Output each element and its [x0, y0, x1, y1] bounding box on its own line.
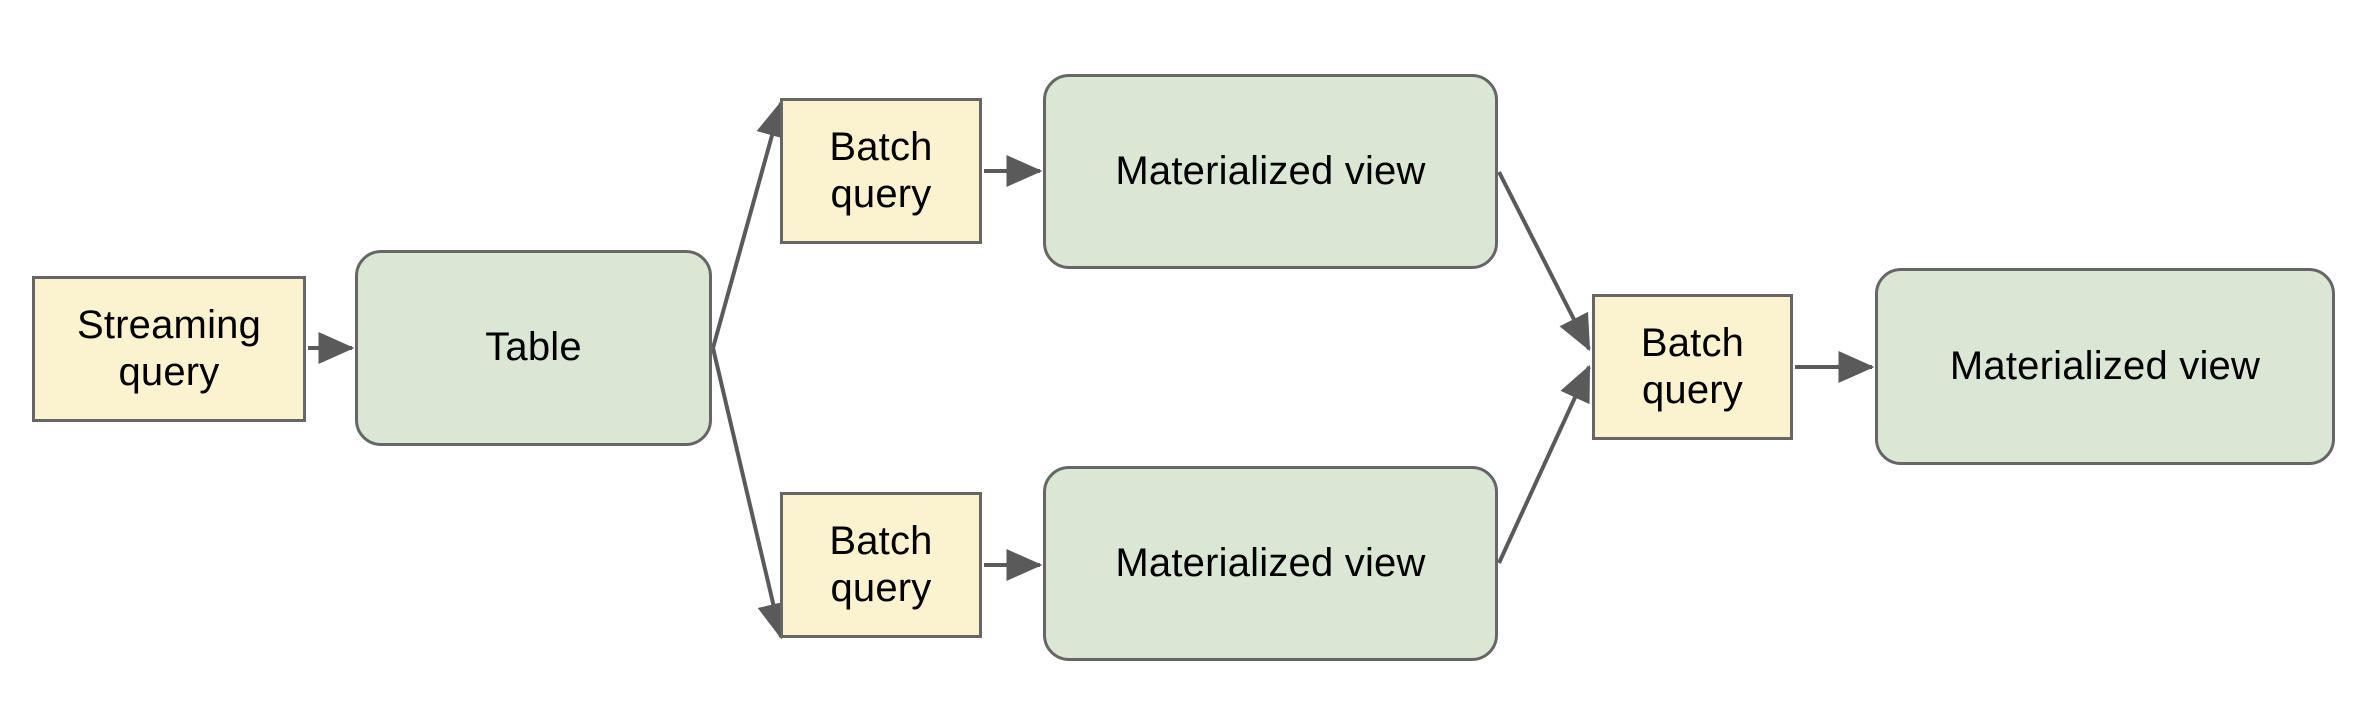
edge-materialized-view-top-to-batch-query-right: [1497, 171, 1591, 352]
node-materialized-view-right[interactable]: Materialized view: [1875, 268, 2335, 465]
node-batch-query-bottom[interactable]: Batch query: [780, 492, 982, 638]
node-batch-query-top[interactable]: Batch query: [780, 98, 982, 244]
node-label-materialized-view-right: Materialized view: [1949, 343, 2261, 388]
node-table[interactable]: Table: [355, 250, 712, 446]
node-label-streaming-query: Streaming query: [76, 302, 262, 394]
edge-materialized-view-bottom-to-batch-query-right: [1497, 364, 1591, 564]
node-label-materialized-view-bottom: Materialized view: [1115, 540, 1426, 585]
node-label-batch-query-bottom: Batch query: [829, 518, 933, 610]
edge-table-to-batch-query-bottom: [711, 347, 789, 640]
node-label-batch-query-right: Batch query: [1640, 320, 1745, 412]
node-label-table: Table: [485, 325, 582, 370]
node-label-batch-query-top: Batch query: [829, 124, 933, 216]
node-materialized-view-bottom[interactable]: Materialized view: [1043, 466, 1498, 661]
edge-table-to-batch-query-top: [711, 100, 788, 349]
node-streaming-query[interactable]: Streaming query: [32, 276, 306, 422]
node-materialized-view-top[interactable]: Materialized view: [1043, 74, 1498, 269]
node-label-materialized-view-top: Materialized view: [1115, 148, 1426, 193]
node-batch-query-right[interactable]: Batch query: [1592, 294, 1793, 440]
